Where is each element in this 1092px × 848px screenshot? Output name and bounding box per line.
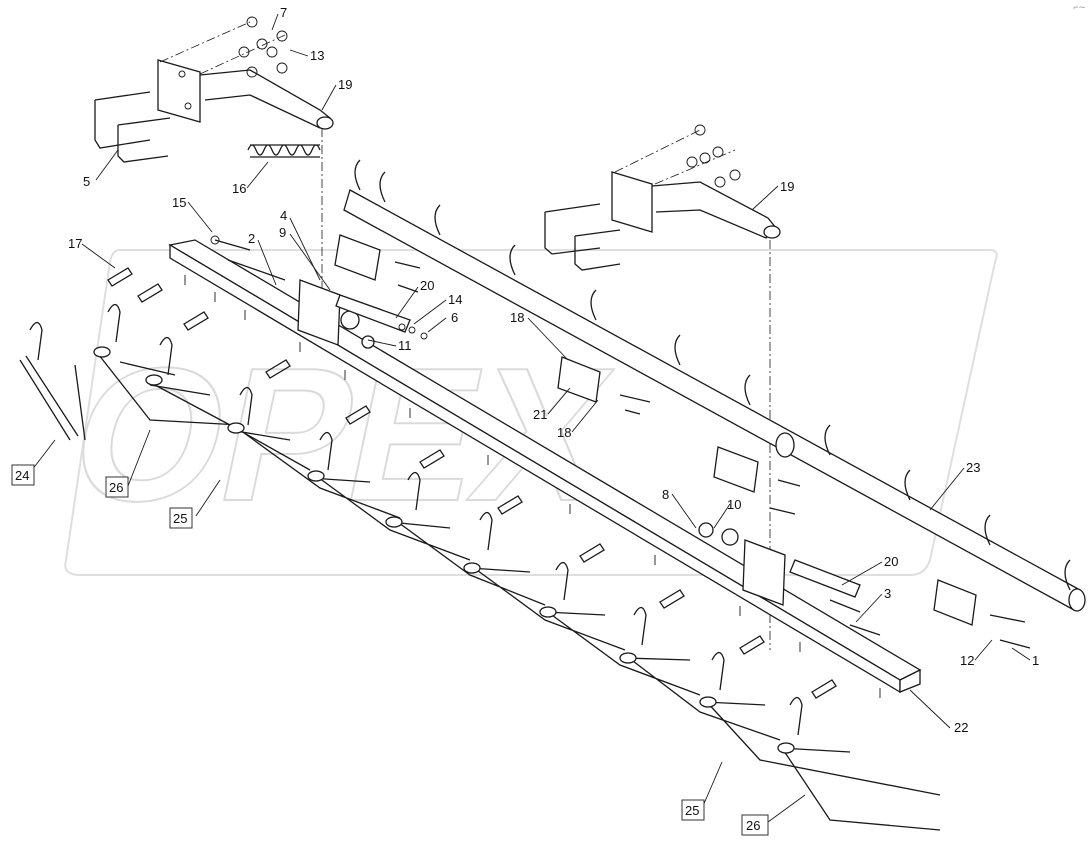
callout-17: 17 <box>68 236 82 251</box>
callout-20-right: 20 <box>884 554 898 569</box>
clamps <box>334 234 977 626</box>
callout-19-left: 19 <box>338 77 352 92</box>
callout-25-box-upper <box>169 507 193 529</box>
callout-3: 3 <box>884 586 891 601</box>
callout-8: 8 <box>662 487 669 502</box>
callout-10: 10 <box>727 497 741 512</box>
callout-15: 15 <box>172 195 186 210</box>
watermark-text: OPEX <box>55 328 628 541</box>
callout-18-upper: 18 <box>510 310 524 325</box>
callout-25-lower: 25 <box>685 803 699 818</box>
callout-6: 6 <box>451 310 458 325</box>
callout-12: 12 <box>960 653 974 668</box>
callout-5: 5 <box>83 174 90 189</box>
callout-20-left: 20 <box>420 278 434 293</box>
callout-26-box-upper <box>105 476 129 498</box>
callout-1: 1 <box>1032 653 1039 668</box>
mount-bracket-right <box>544 171 781 271</box>
corner-mark: ⌐∼ <box>1073 2 1086 12</box>
callout-11: 11 <box>398 338 412 353</box>
callout-25-upper: 25 <box>173 511 187 526</box>
nuts-washers-right <box>686 124 741 188</box>
centerline-left <box>159 21 323 300</box>
callout-7: 7 <box>280 5 287 20</box>
mount-bracket-left <box>94 59 334 163</box>
pivot-plates <box>297 279 861 606</box>
bolts <box>210 235 1031 649</box>
leader-lines <box>31 13 1031 823</box>
spring-16 <box>247 144 321 158</box>
watermark-frame: OPEX <box>54 249 998 576</box>
callout-24: 24 <box>15 468 29 483</box>
callout-26-lower: 26 <box>746 818 760 833</box>
tine-holders <box>29 303 803 736</box>
nuts-washers-top-left <box>238 16 288 78</box>
callout-13: 13 <box>310 48 324 63</box>
callout-4: 4 <box>280 208 287 223</box>
callout-9: 9 <box>279 225 286 240</box>
callout-24-box <box>11 464 35 486</box>
springs-17 <box>107 267 837 699</box>
callout-22: 22 <box>954 720 968 735</box>
round-tube-23 <box>343 159 1086 612</box>
square-bar-22 <box>168 239 922 694</box>
bar-lugs <box>184 275 881 698</box>
callout-23: 23 <box>966 460 980 475</box>
callout-14: 14 <box>448 292 462 307</box>
callout-26-box-lower <box>741 814 769 836</box>
callout-21: 21 <box>533 407 547 422</box>
rod-24 <box>19 355 86 441</box>
callout-25-box-lower <box>681 799 705 821</box>
callout-26-upper: 26 <box>109 480 123 495</box>
callout-18-lower: 18 <box>557 425 571 440</box>
callout-16: 16 <box>232 181 246 196</box>
tines <box>93 346 941 831</box>
callout-2: 2 <box>248 231 255 246</box>
callout-19-right: 19 <box>780 179 794 194</box>
